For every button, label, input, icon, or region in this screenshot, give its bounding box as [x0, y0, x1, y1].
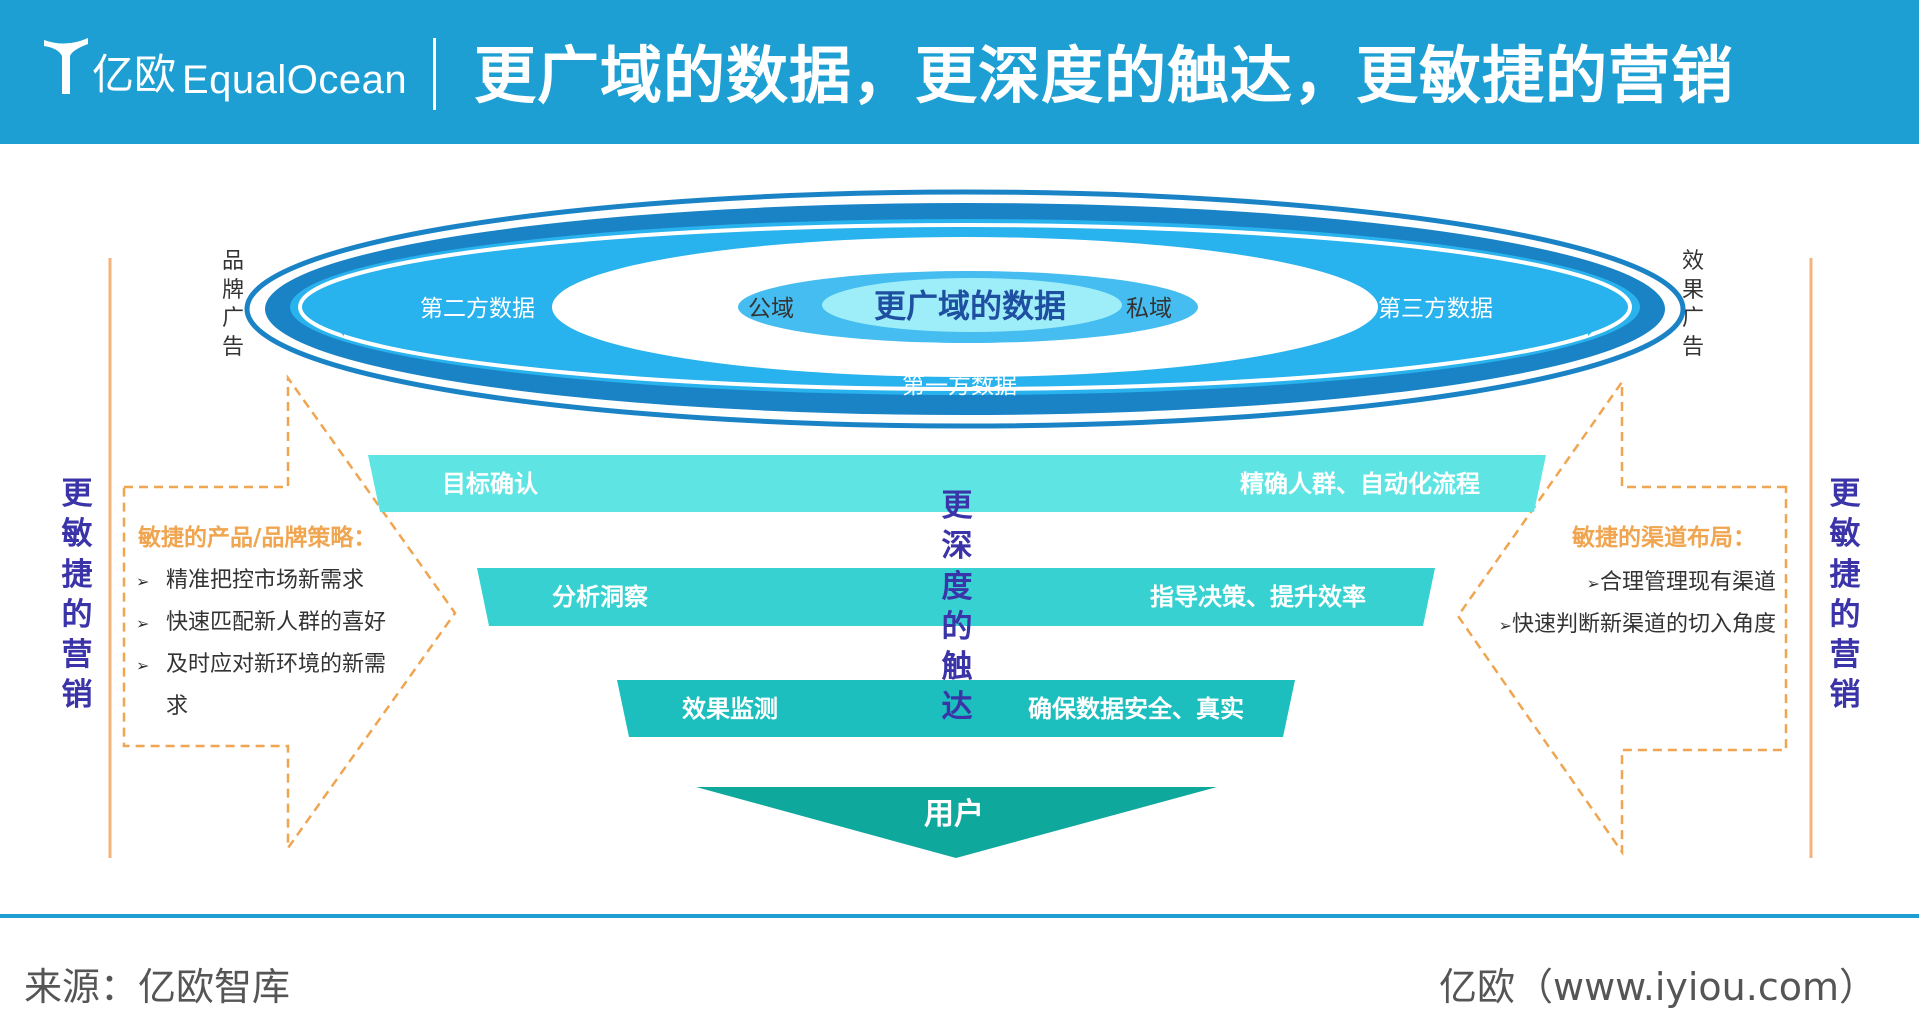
- right-agile-marketing-label: 更敏捷的营销: [1829, 476, 1861, 714]
- funnel-row3-left: 效果监测: [682, 695, 778, 723]
- center-deeper-reach-label: 更深度的触达: [941, 488, 973, 726]
- list-item: ➢快速匹配新人群的喜好: [136, 602, 386, 644]
- right-dashed-arrow: [1456, 378, 1788, 856]
- core-ellipse-inner: [822, 278, 1122, 332]
- funnel-row3-right: 确保数据安全、真实: [1028, 695, 1244, 723]
- middle-ring-border: [298, 223, 1632, 391]
- list-item: ➢及时应对新环境的新需: [136, 644, 386, 686]
- core-title: 更广域的数据: [874, 287, 1067, 325]
- left-arrow-icon: [316, 280, 388, 336]
- funnel-band-2: [477, 568, 1435, 626]
- left-panel-title: 敏捷的产品/品牌策略：: [138, 525, 377, 551]
- brand-ad-label: 品牌广告: [221, 249, 244, 360]
- footer-divider: [0, 914, 1919, 918]
- funnel-row1-right: 精确人群、自动化流程: [1240, 470, 1480, 498]
- funnel-tip: [696, 787, 1217, 858]
- first-party-data-label: 第一方数据: [902, 373, 1017, 399]
- second-party-data-label: 第二方数据: [420, 296, 535, 322]
- list-item: ➢合理管理现有渠道: [1470, 562, 1776, 604]
- header-divider: [433, 38, 436, 110]
- private-domain-label: 私域: [1126, 296, 1172, 322]
- footer-source: 来源：亿欧智库: [24, 965, 291, 1009]
- right-arrow-icon: [1542, 280, 1616, 336]
- list-item: ➢快速判断新渠道的切入角度: [1470, 604, 1776, 646]
- funnel-row2-right: 指导决策、提升效率: [1150, 583, 1366, 611]
- header-bar: 亿欧 EqualOcean 更广域的数据，更深度的触达，更敏捷的营销: [0, 0, 1919, 144]
- footer-website: 亿欧（www.iyiou.com）: [1438, 965, 1877, 1009]
- public-domain-label: 公域: [748, 296, 794, 322]
- effect-ad-label: 效果广告: [1681, 249, 1704, 360]
- equalocean-logo-icon: [44, 38, 88, 94]
- right-panel-bullets: ➢合理管理现有渠道 ➢快速判断新渠道的切入角度: [1470, 562, 1776, 646]
- right-panel-title: 敏捷的渠道布局：: [1572, 525, 1756, 551]
- chevron-right-icon: ➢: [136, 656, 150, 675]
- third-party-data-label: 第三方数据: [1378, 296, 1493, 322]
- funnel-row2-left: 分析洞察: [552, 583, 648, 611]
- logo-chinese-text: 亿欧: [92, 50, 177, 99]
- list-item: ➢精准把控市场新需求: [136, 560, 386, 602]
- chevron-right-icon: ➢: [136, 614, 150, 633]
- left-panel-bullets: ➢精准把控市场新需求 ➢快速匹配新人群的喜好 ➢及时应对新环境的新需 求: [136, 560, 386, 727]
- logo-english-text: EqualOcean: [182, 58, 408, 102]
- chevron-right-icon: ➢: [1586, 574, 1600, 593]
- list-item: 求: [166, 694, 189, 719]
- chevron-right-icon: ➢: [136, 572, 150, 591]
- page-title: 更广域的数据，更深度的触达，更敏捷的营销: [474, 39, 1735, 112]
- chevron-right-icon: ➢: [1498, 616, 1512, 635]
- funnel-row1-left: 目标确认: [442, 470, 538, 498]
- left-dashed-arrow: [122, 374, 457, 852]
- funnel-band-1: [368, 455, 1546, 512]
- outer-ellipse-border: [244, 189, 1686, 429]
- funnel-bottom-user: 用户: [924, 797, 984, 832]
- left-agile-marketing-label: 更敏捷的营销: [61, 476, 93, 714]
- funnel-band-3: [617, 680, 1295, 737]
